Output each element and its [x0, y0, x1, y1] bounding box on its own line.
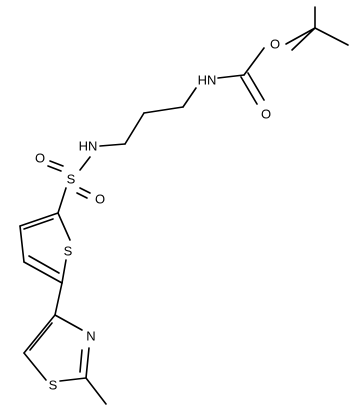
bond-thiazole-c4-to-c5 — [23, 314, 56, 354]
bond-thiazole-c2-to-methyl — [85, 377, 107, 405]
bond-thiazole-c2-to-n3 — [85, 347, 90, 379]
bond-thiophene-c2-c3 — [19, 212, 59, 227]
bond-nh-to-chain-c1 — [182, 87, 197, 108]
bond-sulfur-to-oxygen-2-a — [79, 187, 91, 194]
bond-tbu-quaternary-methyl-right — [314, 27, 349, 46]
bond-thiophene-c4-c5 — [23, 261, 63, 284]
atom-labels: O HN O HN S O O S N S — [35, 37, 280, 393]
atom-label-thiazole-nitrogen: N — [86, 329, 95, 344]
bond-thiazole-c2-to-n3-inner — [79, 349, 83, 373]
bonds — [19, 6, 349, 405]
bond-carbonyl-double-2 — [247, 72, 265, 101]
bond-sulfonamide-nh-to-sulfur — [79, 156, 91, 171]
bond-sulfur-to-oxygen-2-b — [76, 192, 88, 199]
atom-label-carbamate-nh: HN — [198, 73, 217, 88]
bond-ester-oxygen-to-carbonyl-carbon — [243, 47, 265, 76]
bond-carbonyl-carbon-to-nh — [217, 74, 245, 79]
atom-label-sulfonyl-oxygen-2: O — [95, 192, 105, 207]
bond-sulfur-to-oxygen-1-b — [47, 165, 62, 172]
bond-thiazole-sulfur-to-c2 — [59, 377, 87, 382]
bond-thiophene-c5-to-sulfur — [61, 259, 67, 284]
atom-label-thiophene-sulfur: S — [64, 244, 73, 259]
bond-sulfur-to-oxygen-1-a — [49, 160, 64, 167]
atom-label-thiazole-sulfur: S — [49, 378, 58, 393]
bond-thiazole-c4-to-n3 — [54, 314, 83, 331]
bond-chain-c2-to-c3 — [124, 112, 145, 145]
atom-label-sulfonyl-sulfur: S — [67, 172, 76, 187]
bond-tbu-to-ester-oxygen — [285, 27, 316, 45]
bond-thiophene-c5-to-thiazole-c4 — [54, 282, 63, 316]
bond-thiophene-sulfur-to-c2 — [57, 212, 71, 241]
bond-carbonyl-double-1 — [240, 76, 258, 105]
atom-label-ester-oxygen: O — [270, 37, 280, 52]
atom-label-sulfonyl-oxygen-1: O — [35, 151, 45, 166]
bond-chain-c3-to-sulfonamide-nh — [99, 143, 126, 147]
bond-sulfur-to-thiophene-c2 — [57, 187, 67, 214]
bond-thiophene-c2-c3-inner — [23, 218, 54, 230]
atom-label-carbonyl-oxygen: O — [261, 107, 271, 122]
bond-thiophene-c3-c4 — [19, 225, 25, 263]
bond-thiazole-c5-to-sulfur — [23, 352, 47, 381]
bond-thiazole-c4-to-c5-inner — [29, 322, 53, 351]
bond-tbu-quaternary-methyl-left — [291, 27, 316, 51]
bond-thiophene-c4-c5-inner — [28, 255, 60, 274]
bond-chain-c1-to-c2 — [143, 106, 184, 114]
atom-label-sulfonamide-nh: HN — [79, 139, 98, 154]
